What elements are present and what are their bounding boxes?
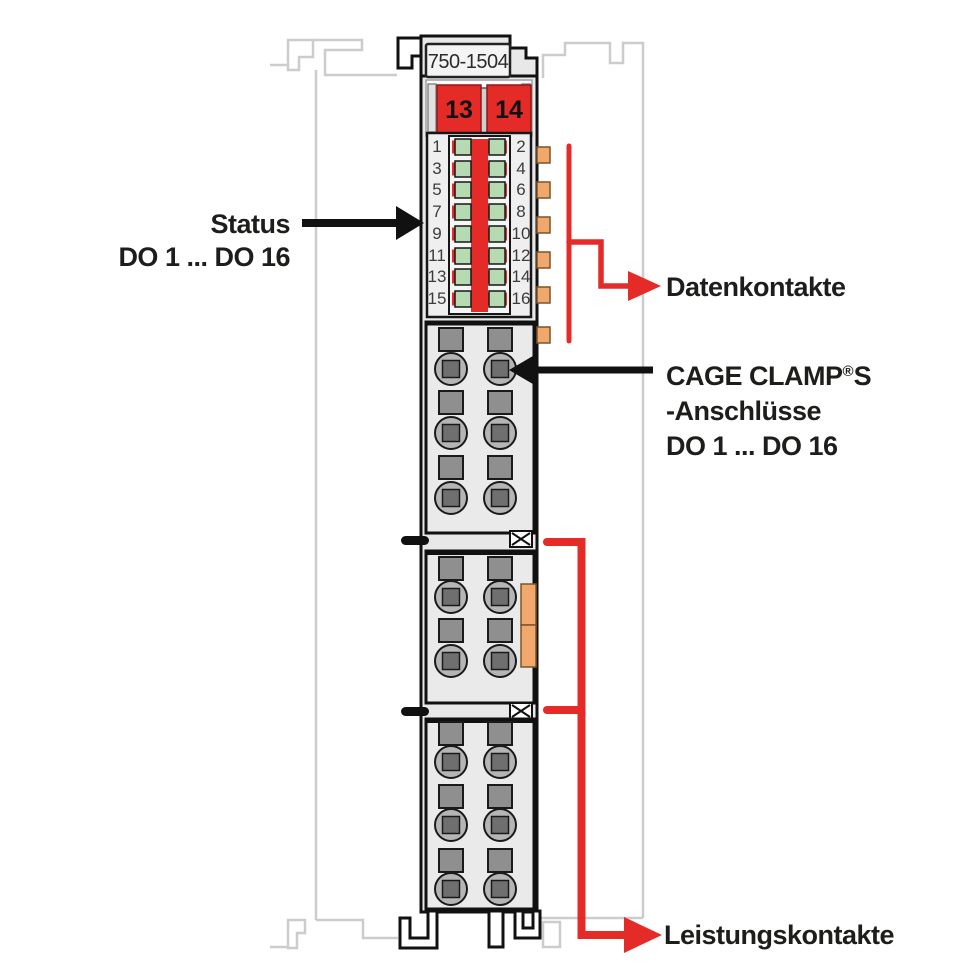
led-number: 16 xyxy=(511,289,531,308)
power-contacts-label: Leistungskontakte xyxy=(664,920,895,950)
power-jumper-contact-14 xyxy=(486,84,532,136)
led-number: 11 xyxy=(428,246,446,265)
cage-clamp-suffix: S xyxy=(853,361,872,391)
mounting-foot-right xyxy=(513,909,542,940)
led-number: 8 xyxy=(516,202,526,221)
status-label-line1: Status xyxy=(210,209,290,239)
data-contacts-label: Datenkontakte xyxy=(666,272,846,302)
cage-clamp-label-line3: DO 1 ... DO 16 xyxy=(666,431,838,461)
cage-clamp-name: CAGE CLAMP xyxy=(666,361,843,391)
led-number: 10 xyxy=(511,224,531,243)
cage-clamp-block-3 xyxy=(424,717,536,913)
module-junction-1 xyxy=(401,530,533,548)
cage-clamp-terminals xyxy=(434,352,517,515)
led-number: 1 xyxy=(432,137,442,156)
mounting-foot-middle xyxy=(487,909,505,949)
led-number: 4 xyxy=(516,159,526,178)
status-arrow xyxy=(302,206,424,240)
cage-clamp-block-2 xyxy=(424,549,537,705)
status-leds xyxy=(454,138,506,308)
led-number: 2 xyxy=(516,137,526,156)
left-pin xyxy=(401,536,429,545)
left-pin xyxy=(401,707,429,716)
registered-trademark-icon: ® xyxy=(842,363,854,380)
data-contacts-arrowhead-icon xyxy=(628,271,661,301)
marking-plate xyxy=(424,42,512,79)
io-module xyxy=(396,34,551,950)
power-jumper-number-13: 13 xyxy=(445,96,473,124)
top-mounting-hook xyxy=(396,36,423,70)
led-number: 3 xyxy=(432,159,442,178)
adjacent-module-outline-left xyxy=(270,38,398,950)
cage-clamp-block-1 xyxy=(424,320,536,535)
led-number: 9 xyxy=(432,224,442,243)
power-jumper-number-14: 14 xyxy=(495,96,523,124)
data-contacts xyxy=(536,146,551,344)
led-number: 15 xyxy=(427,289,447,308)
status-led-section xyxy=(425,131,533,319)
power-jumper-contact-13 xyxy=(436,84,482,136)
led-number: 7 xyxy=(432,202,442,221)
cage-clamp-arrowhead-icon xyxy=(509,353,538,387)
data-contacts-bracket xyxy=(566,143,633,344)
status-label: Status DO 1 ... DO 16 xyxy=(60,208,290,274)
power-contacts xyxy=(520,583,537,668)
led-number: 12 xyxy=(511,246,531,265)
adjacent-module-outline-right xyxy=(540,41,645,949)
led-number: 6 xyxy=(516,180,526,199)
module-marking-label: 750-1504 xyxy=(427,51,509,73)
cage-clamp-label-line2: -Anschlüsse xyxy=(666,396,822,426)
power-contacts-bracket xyxy=(543,538,630,939)
mounting-feet xyxy=(398,909,542,950)
cage-clamp-arrow xyxy=(509,353,653,387)
status-label-line2: DO 1 ... DO 16 xyxy=(118,242,290,272)
status-arrowhead-icon xyxy=(396,206,424,240)
cage-clamp-label: CAGE CLAMP®S -Anschlüsse DO 1 ... DO 16 xyxy=(666,354,872,464)
led-number: 5 xyxy=(432,180,442,199)
led-number: 14 xyxy=(511,267,531,286)
cage-clamp-label-line1: CAGE CLAMP®S xyxy=(666,354,872,394)
led-number: 13 xyxy=(427,267,447,286)
mounting-foot-left xyxy=(398,909,439,950)
power-contacts-arrowhead-icon xyxy=(624,917,662,953)
